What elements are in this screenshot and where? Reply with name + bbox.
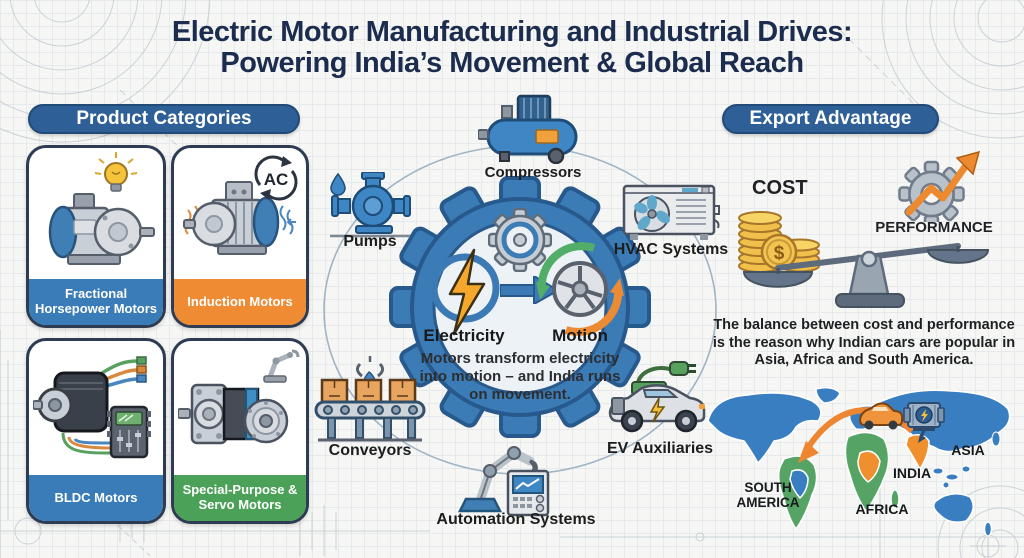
application-label-conveyors: Conveyors — [328, 442, 412, 459]
small-gear-icon — [488, 208, 552, 272]
application-label-ev: EV Auxiliaries — [606, 440, 714, 457]
map-car-icon — [858, 402, 903, 430]
pump-icon — [330, 172, 411, 238]
card-induction-motors: AC Induction Motors — [171, 145, 309, 328]
main-gear-icon — [389, 176, 651, 438]
card-label-fractional: Fractional Horsepower Motors — [29, 279, 163, 325]
ac-badge-text: AC — [264, 170, 289, 189]
application-label-pumps: Pumps — [343, 233, 397, 250]
card-fractional-horsepower-motors: Fractional Horsepower Motors — [26, 145, 166, 328]
fractional-motor-icon — [48, 152, 155, 265]
performance-label: PERFORMANCE — [875, 219, 993, 236]
balance-scale-icon — [742, 243, 990, 308]
conveyor-icon — [314, 356, 426, 442]
motion-icon — [536, 242, 624, 336]
application-label-automation: Automation Systems — [436, 511, 596, 528]
export-advantage-header: Export Advantage — [722, 104, 939, 134]
page-title-line2: Powering India’s Movement & Global Reach — [220, 47, 804, 79]
robot-arm-icon — [457, 446, 550, 517]
map-label-south-america: SOUTH AMERICA — [736, 480, 800, 510]
gear-caption: Motors transform electricity into motion… — [419, 350, 621, 403]
electricity-icon — [430, 248, 500, 336]
card-label-bldc: BLDC Motors — [29, 475, 163, 521]
compressor-icon — [478, 94, 578, 164]
bldc-motor-icon — [33, 356, 151, 459]
map-motor-icon — [903, 402, 945, 431]
induction-motor-icon — [183, 181, 296, 255]
map-label-africa: AFRICA — [855, 501, 909, 517]
hvac-icon — [622, 184, 720, 240]
cost-label: COST — [752, 177, 808, 199]
map-label-asia: ASIA — [951, 442, 985, 458]
card-label-servo: Special-Purpose & Servo Motors — [174, 475, 306, 521]
dollar-sign: $ — [774, 243, 785, 264]
electricity-label: Electricity — [423, 326, 505, 345]
motion-label: Motion — [552, 326, 608, 345]
map-australia — [933, 493, 974, 523]
performance-gear-icon — [898, 150, 981, 222]
ev-car-icon — [608, 361, 706, 433]
servo-motor-icon — [178, 349, 300, 445]
card-servo-motors: Special-Purpose & Servo Motors — [171, 338, 309, 524]
card-label-induction: Induction Motors — [174, 279, 306, 325]
map-label-india: INDIA — [892, 465, 932, 481]
application-label-compressors: Compressors — [484, 164, 582, 181]
card-bldc-motors: BLDC Motors — [26, 338, 166, 524]
ac-current-icon: AC — [254, 155, 298, 201]
page-title-line1: Electric Motor Manufacturing and Industr… — [171, 16, 853, 48]
product-categories-header: Product Categories — [28, 104, 300, 134]
application-label-hvac: HVAC Systems — [613, 241, 729, 258]
export-description: The balance between cost and performance… — [712, 317, 1016, 369]
map-india — [905, 434, 930, 470]
world-map — [707, 386, 1011, 537]
